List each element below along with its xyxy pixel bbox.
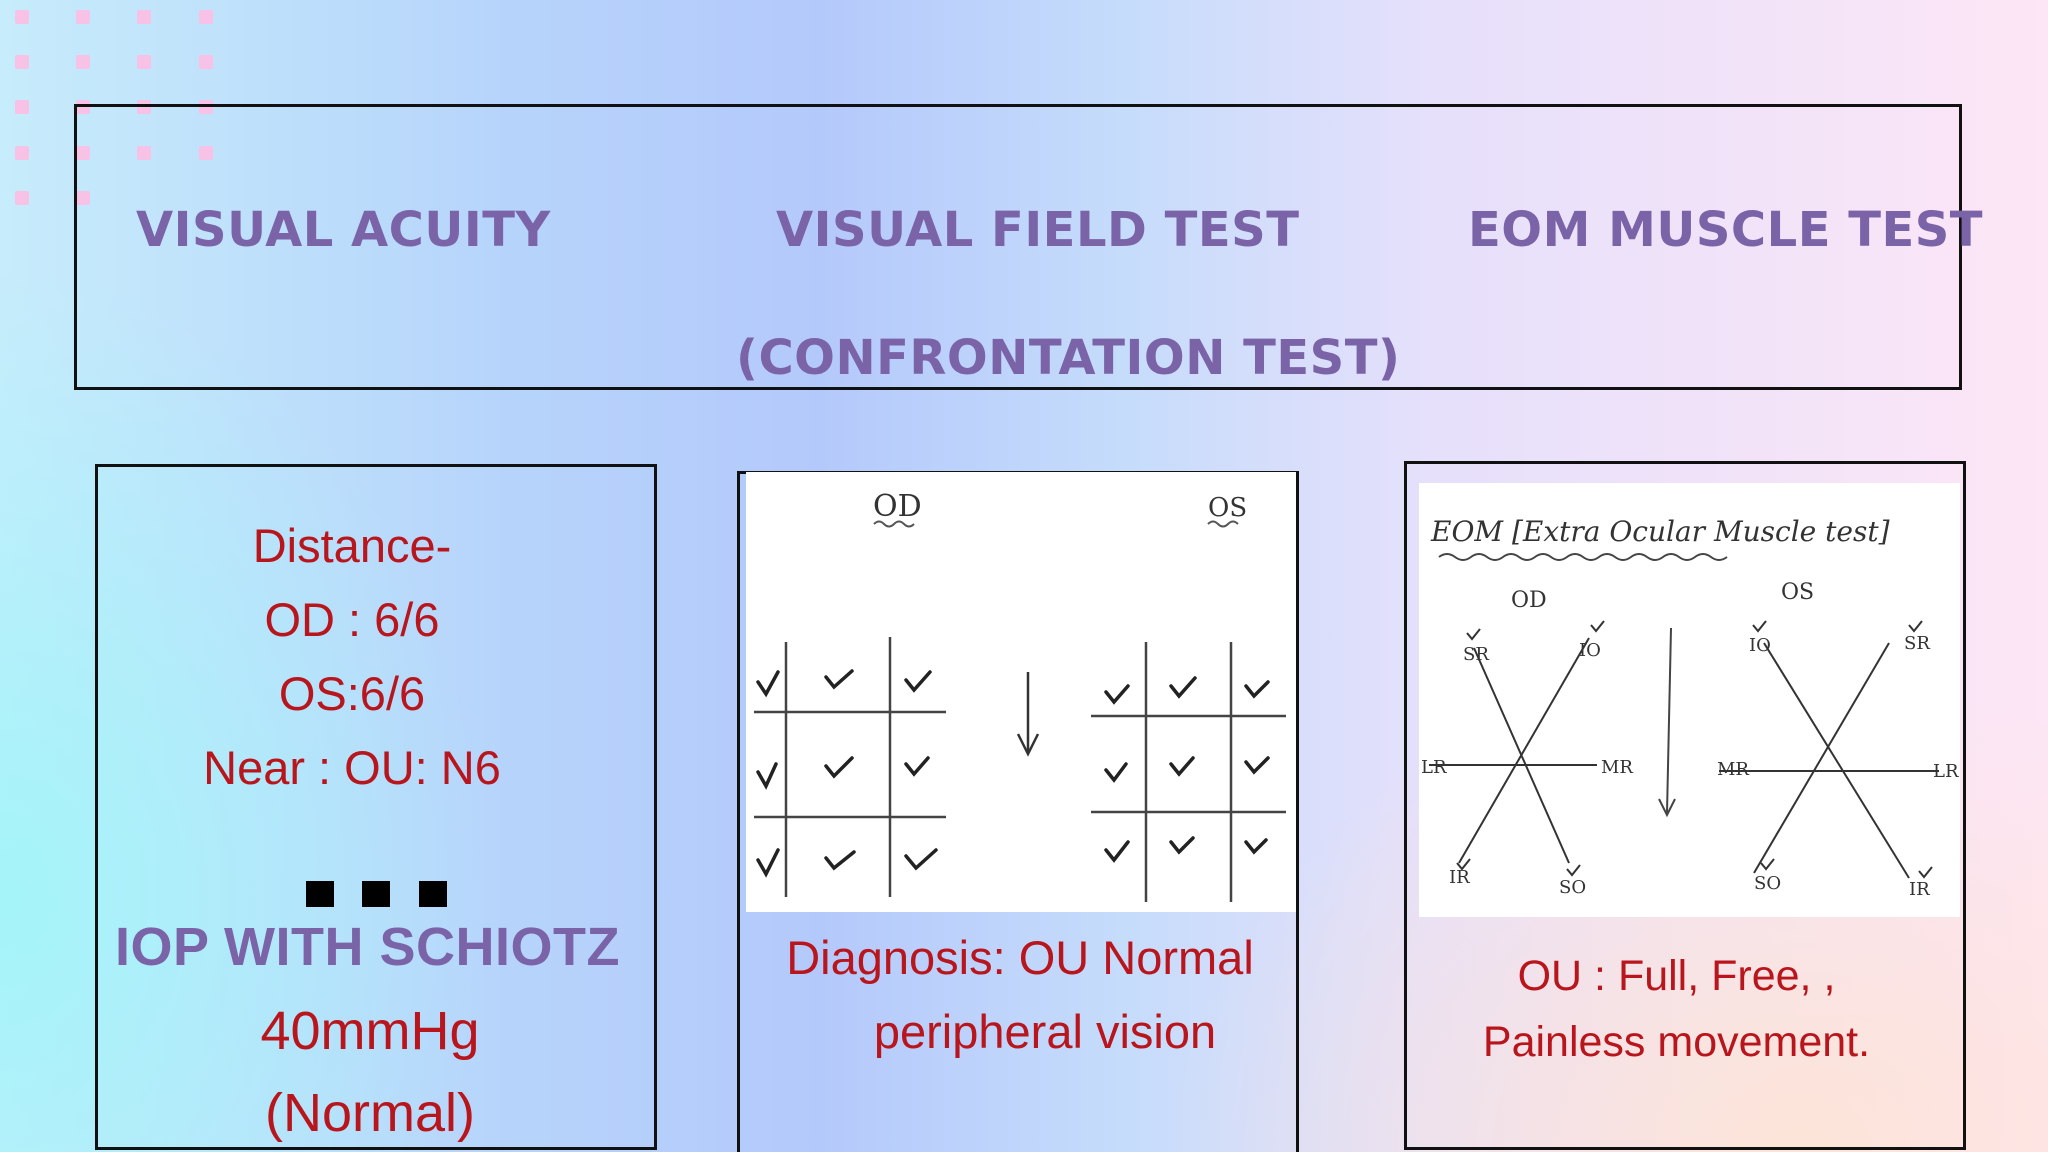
os-field-grid [1091,642,1286,902]
visual-field-sketch: OD OS [746,472,1296,912]
svg-text:SO: SO [1754,873,1781,894]
down-arrow-icon [1658,627,1676,818]
svg-text:SR: SR [1904,633,1930,654]
field-diagnosis-line1: Diagnosis: OU Normal [786,931,1254,984]
check-mark-icon [1456,620,1933,879]
svg-text:SO: SO [1559,877,1586,898]
eom-result-line1: OU : Full, Free, , [1517,952,1836,1000]
os-acuity: OS:6/6 [278,667,426,720]
eom-heading: EOM MUSCLE TEST [1468,202,1984,258]
svg-text:IO: IO [1579,640,1601,661]
eom-sketch-title: EOM [Extra Ocular Muscle test] [1430,515,1890,548]
visual-acuity-heading: VISUAL ACUITY [136,202,551,258]
svg-text:LR: LR [1933,761,1959,782]
distance-label: Distance- [252,519,452,572]
eom-panel [1404,461,1966,1150]
field-diagnosis-line2: peripheral vision [873,1005,1217,1058]
od-eom-star [1429,637,1597,864]
eom-os-label: OS [1781,580,1814,605]
eom-od-label: OD [1511,588,1547,613]
svg-text:IO: IO [1749,635,1771,656]
eom-sketch: EOM [Extra Ocular Muscle test] OD OS SR … [1419,483,1960,917]
od-sketch-label: OD [873,489,922,524]
eom-result-line2: Painless movement. [1482,1018,1871,1066]
visual-acuity-panel [95,464,657,1150]
check-mark-icon [756,669,1270,878]
svg-text:MR: MR [1717,759,1749,780]
confrontation-subheading: (CONFRONTATION TEST) [736,330,1401,386]
od-field-grid [754,637,946,897]
svg-text:SR: SR [1463,644,1489,665]
svg-text:LR: LR [1421,757,1447,778]
visual-field-heading: VISUAL FIELD TEST [776,202,1300,258]
iop-note: (Normal) [265,1083,475,1143]
iop-title: IOP WITH SCHIOTZ [115,917,620,977]
header-box [74,104,1962,390]
svg-text:MR: MR [1601,757,1633,778]
down-arrow-icon [1016,672,1040,757]
os-sketch-label: OS [1208,493,1247,523]
svg-text:IR: IR [1909,879,1930,900]
od-acuity: OD : 6/6 [264,593,440,646]
os-eom-star [1719,642,1939,879]
near-acuity: Near : OU: N6 [203,741,501,794]
decorative-dot-grid [0,0,240,220]
iop-value: 40mmHg [260,1001,480,1061]
svg-text:IR: IR [1449,867,1470,888]
